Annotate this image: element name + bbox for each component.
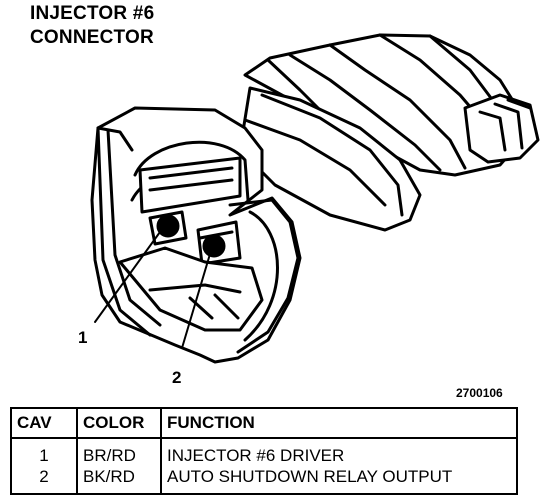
cavity-1-terminal [156, 214, 180, 238]
cavity-2-terminal [202, 234, 226, 258]
callout-2-leader [181, 253, 211, 349]
header-color: COLOR [76, 407, 162, 439]
callout-1-leader [94, 231, 161, 323]
pinout-table: CAV COLOR FUNCTION 1 BR/RD INJECTOR #6 D… [10, 407, 518, 495]
cell-color: BK/RD [76, 466, 162, 495]
cell-cav: 2 [10, 466, 78, 495]
callout-2-label: 2 [172, 368, 182, 387]
cell-function: INJECTOR #6 DRIVER [160, 438, 518, 466]
figure-id: 2700106 [456, 386, 503, 400]
header-function: FUNCTION [160, 407, 518, 439]
connector-illustration [90, 33, 540, 364]
title-line-1: INJECTOR #6 [30, 3, 155, 24]
title-line-2: CONNECTOR [30, 27, 154, 48]
cell-color: BR/RD [76, 438, 162, 466]
header-cav: CAV [10, 407, 78, 439]
callout-1-label: 1 [78, 328, 88, 347]
connector-rear-body [243, 33, 540, 177]
cell-cav: 1 [10, 438, 78, 466]
table-row: 2 BK/RD AUTO SHUTDOWN RELAY OUTPUT [10, 466, 518, 495]
table-header-row: CAV COLOR FUNCTION [10, 407, 518, 439]
cell-function: AUTO SHUTDOWN RELAY OUTPUT [160, 466, 518, 495]
diagram-title: INJECTOR #6 CONNECTOR [30, 2, 154, 50]
table-row: 1 BR/RD INJECTOR #6 DRIVER [10, 438, 518, 466]
